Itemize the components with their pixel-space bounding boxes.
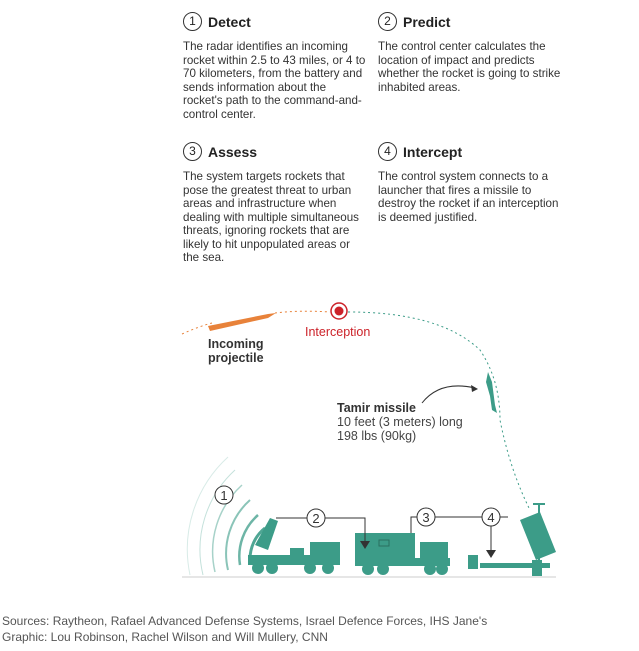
tamir-title: Tamir missile — [337, 401, 416, 415]
marker-2 — [306, 508, 326, 528]
interception-marker-icon — [330, 302, 348, 320]
radar-waves-icon — [186, 456, 266, 576]
missile-trajectory — [347, 311, 531, 511]
marker-1-label: 1 — [220, 488, 227, 503]
step-intercept: 4 Intercept The control system connects t… — [378, 142, 563, 224]
incoming-label: Incoming — [208, 337, 264, 351]
marker-2-label: 2 — [312, 511, 319, 526]
step-title: Intercept — [403, 143, 463, 160]
arrowhead-icon — [486, 550, 496, 558]
step-text: The control system connects to a launche… — [378, 170, 559, 224]
step-text: The system targets rockets that pose the… — [183, 170, 359, 264]
illustration: Interception Incoming projectile Tamir m… — [181, 302, 556, 578]
step-title: Assess — [208, 143, 258, 160]
arrowhead-icon — [471, 385, 478, 392]
marker-3 — [416, 507, 436, 527]
pointer-arrow — [421, 385, 476, 404]
incoming-trajectory — [181, 322, 213, 335]
rocket-icon — [208, 313, 276, 331]
tamir-length: 10 feet (3 meters) long — [337, 415, 463, 429]
arrowhead-icon — [360, 541, 370, 549]
command-truck-icon — [355, 533, 450, 575]
step-text: The radar identifies an incoming rocket … — [183, 40, 366, 121]
window-icon — [378, 539, 390, 547]
step-assess: 3 Assess The system targets rockets that … — [183, 142, 368, 265]
step-predict: 2 Predict The control center calculates t… — [378, 12, 563, 94]
launcher-icon — [468, 503, 556, 576]
step-title: Predict — [403, 13, 451, 30]
radar-truck-icon — [248, 518, 340, 574]
step-number: 3 — [183, 142, 202, 161]
step-number: 4 — [378, 142, 397, 161]
tamir-weight: 198 lbs (90kg) — [337, 429, 416, 443]
step-number: 1 — [183, 12, 202, 31]
step-detect: 1 Detect The radar identifies an incoming… — [183, 12, 368, 121]
interception-label: Interception — [305, 325, 370, 339]
sources-text: Sources: Raytheon, Rafael Advanced Defen… — [2, 614, 488, 628]
marker-4 — [481, 507, 501, 527]
marker-3-label: 3 — [422, 510, 429, 525]
tamir-missile-icon — [486, 372, 497, 413]
step-number: 2 — [378, 12, 397, 31]
step-text: The control center calculates the locati… — [378, 40, 561, 94]
marker-1 — [214, 485, 234, 505]
credit-text: Graphic: Lou Robinson, Rachel Wilson and… — [2, 630, 328, 644]
connector-lines — [276, 516, 508, 550]
incoming-trajectory — [274, 310, 331, 314]
marker-4-label: 4 — [487, 510, 494, 525]
step-title: Detect — [208, 13, 251, 30]
incoming-label: projectile — [208, 351, 264, 365]
